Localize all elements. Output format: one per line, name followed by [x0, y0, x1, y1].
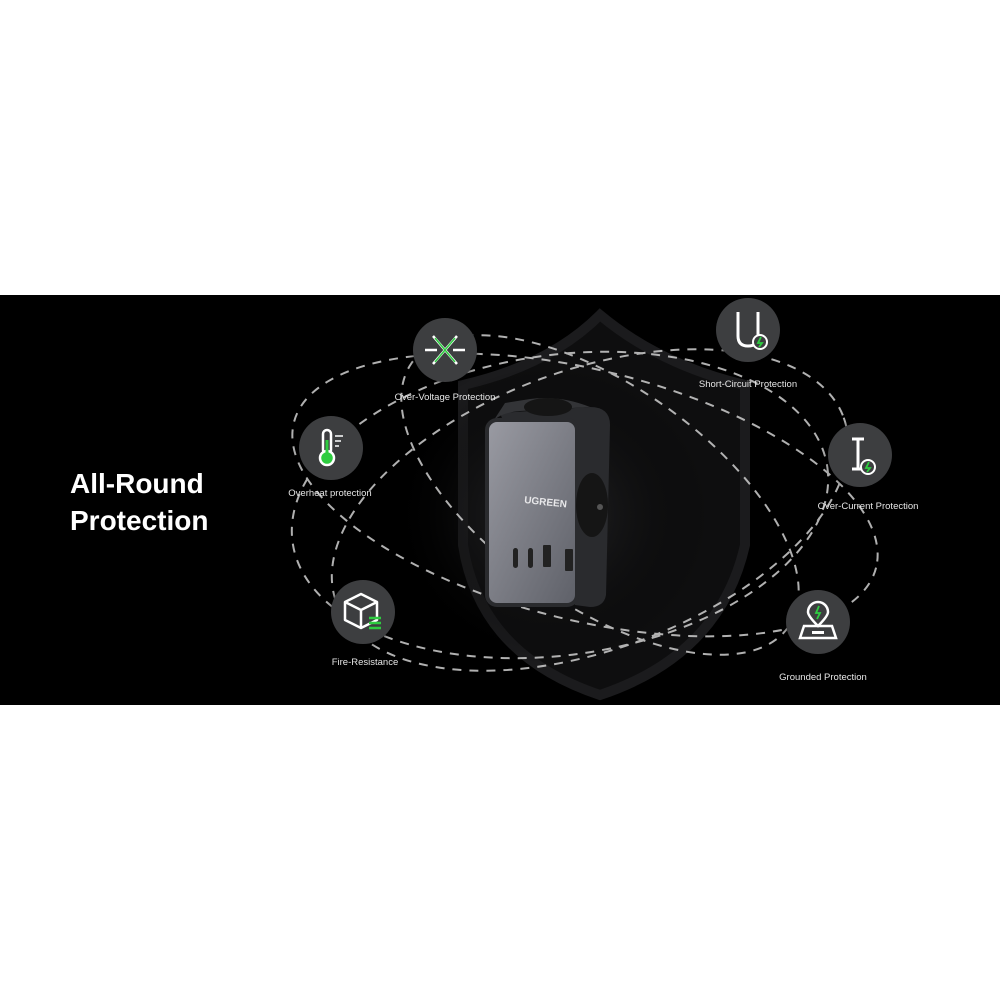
feature-label-fire-resistance: Fire-Resistance: [331, 657, 399, 668]
feature-label-short-circuit: Short-Circuit Protection: [698, 379, 798, 390]
usb-a-port: [565, 549, 573, 571]
u-wire-bolt-icon: [716, 298, 780, 362]
crossed-lines-icon: [413, 318, 477, 382]
cube-layers-icon: [331, 580, 395, 644]
brand-logo: UGREEN: [524, 495, 568, 510]
headline-line-1: All-Round: [70, 468, 204, 499]
power-cube: [485, 398, 610, 607]
top-socket: [524, 398, 572, 416]
front-panel: [485, 418, 579, 607]
usb-c-port: [513, 548, 518, 568]
feature-label-overheat: Overheat protection: [288, 488, 372, 499]
feature-label-over-current: Over-Current Protection: [817, 501, 919, 512]
feature-label-over-voltage: Over-Voltage Protection: [394, 392, 496, 403]
product-illustration: UGREEN: [290, 308, 879, 701]
usb-a-port: [543, 545, 551, 567]
feature-label-grounded: Grounded Protection: [779, 672, 867, 683]
ground-pin-icon: [786, 590, 850, 654]
headline-line-2: Protection: [70, 505, 209, 536]
headline: All-Round Protection: [70, 465, 208, 539]
usb-c-port: [528, 548, 533, 568]
thermometer-icon: [299, 416, 363, 480]
i-beam-bolt-icon: [828, 423, 892, 487]
side-socket: [576, 473, 608, 537]
protection-banner: UGREEN All-Round Protection Over-Voltage…: [0, 295, 1000, 705]
